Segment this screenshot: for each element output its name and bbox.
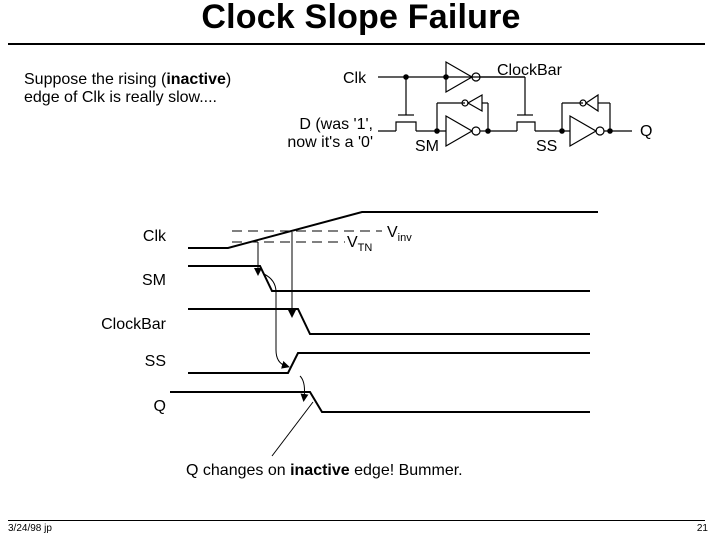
waveforms [170,211,598,413]
clock-inverter-icon [445,60,474,94]
ss-waveform [188,352,590,374]
schematic-d-label-line2: now it's a '0' [287,134,373,151]
page-title: Clock Slope Failure [201,0,521,36]
tg1-channel [395,121,417,131]
timing-label-ss: SS [145,353,166,370]
master-feedback-inverter-icon [466,93,483,113]
schematic-clockbar-label: ClockBar [497,62,563,79]
arrow-ss-to-q [299,375,309,402]
caption-pointer-line [271,401,314,457]
intro-line2: edge of Clk is really slow.... [24,89,217,106]
footer-rule [8,520,705,521]
slave-inverter-icon [569,114,598,148]
intro-line1-pre: Suppose the rising ( [24,71,167,88]
timing-label-clk: Clk [143,228,167,245]
threshold-lines [232,230,382,243]
intro-line1-post: ) [225,71,232,88]
footer-date: 3/24/98 jp [8,523,52,534]
schematic-ss-label: SS [536,138,557,155]
timing-label-sm: SM [142,272,166,289]
q-waveform [170,391,590,413]
caption: Q changes on inactive edge! Bummer. [186,462,463,479]
clk-waveform [188,211,598,249]
schematic [378,60,632,148]
vtn-label: VTN [347,234,372,254]
causality-arrows [254,232,314,457]
intro-line1-bold: inactive [166,71,226,88]
schematic-sm-label: SM [415,138,439,155]
footer-page-number: 21 [696,523,708,534]
tg2-channel [516,121,536,131]
vinv-label: Vinv [387,224,412,244]
timing-label-clockbar: ClockBar [101,316,167,333]
schematic-d-label-line1: D (was '1', [299,116,373,133]
title-rule [8,43,705,45]
timing-label-q: Q [154,398,166,415]
sm-waveform [188,265,590,292]
schematic-clk-label: Clk [343,70,367,87]
master-inverter-icon [445,114,474,148]
schematic-q-label: Q [640,123,652,140]
intro-text: Suppose the rising (inactive) edge of Cl… [24,71,231,107]
clockbar-waveform [188,308,590,335]
slave-feedback-inverter-icon [584,93,599,113]
arrow-sm-to-ss [263,273,290,369]
